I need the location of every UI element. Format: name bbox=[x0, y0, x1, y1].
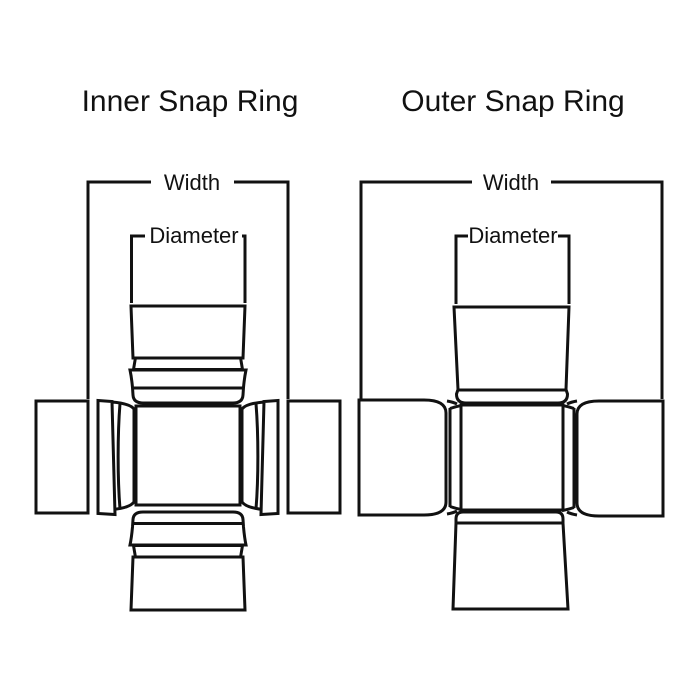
inner-top-bearing-cap bbox=[129, 304, 247, 360]
outer-diameter-bracket-left-line bbox=[454, 234, 468, 304]
inner-diameter-bracket-left-line bbox=[130, 234, 145, 303]
inner-width-bracket-right-line bbox=[234, 180, 290, 399]
outer-left-bearing-cap bbox=[357, 398, 448, 517]
inner-width-bracket: Width bbox=[86, 170, 290, 399]
inner-diameter-bracket-right-line bbox=[242, 234, 247, 303]
outer-diameter-bracket-right-line bbox=[558, 234, 571, 304]
outer-right-bearing-cap bbox=[575, 399, 665, 518]
outer-width-bracket-right-line bbox=[551, 180, 664, 399]
inner-bottom-bearing-cap bbox=[129, 555, 247, 612]
inner-width-bracket-left-line bbox=[86, 180, 151, 399]
inner-snap-ring-diagram: Inner Snap Ring Width Diameter bbox=[34, 85, 342, 612]
outer-snap-ring-diagram: Outer Snap Ring Width Diameter bbox=[357, 85, 665, 611]
outer-right-top-fillet bbox=[566, 399, 578, 406]
inner-left-bearing-cap bbox=[34, 399, 90, 515]
outer-joint-drawing bbox=[357, 305, 665, 611]
inner-right-snap-ring bbox=[259, 398, 280, 517]
inner-joint-drawing bbox=[34, 304, 342, 612]
outer-diameter-label: Diameter bbox=[468, 223, 557, 248]
inner-right-bearing-cap bbox=[286, 399, 342, 515]
inner-right-trunnion-curve bbox=[254, 403, 260, 510]
inner-width-label: Width bbox=[164, 170, 220, 195]
outer-bottom-snap-ring-groove bbox=[454, 510, 565, 525]
outer-top-bearing-cap bbox=[452, 305, 571, 405]
inner-left-trunnion-curve bbox=[116, 403, 122, 510]
outer-right-bottom-fillet bbox=[566, 510, 578, 517]
outer-left-bottom-fillet bbox=[446, 509, 458, 516]
inner-left-snap-ring bbox=[96, 398, 117, 517]
outer-width-bracket-left-line bbox=[359, 180, 472, 399]
inner-diagram-title: Inner Snap Ring bbox=[82, 85, 299, 118]
outer-diameter-bracket: Diameter bbox=[454, 223, 571, 304]
outer-left-top-fillet bbox=[446, 399, 458, 406]
outer-width-label: Width bbox=[483, 170, 539, 195]
outer-cross-body bbox=[459, 403, 565, 512]
outer-width-bracket: Width bbox=[359, 170, 664, 399]
outer-diagram-title: Outer Snap Ring bbox=[401, 85, 624, 118]
inner-diameter-label: Diameter bbox=[149, 223, 238, 248]
inner-bottom-bearing-seat bbox=[128, 510, 248, 547]
outer-bottom-bearing-cap bbox=[451, 521, 570, 611]
inner-cross-body bbox=[134, 404, 242, 507]
inner-diameter-bracket: Diameter bbox=[130, 223, 247, 303]
